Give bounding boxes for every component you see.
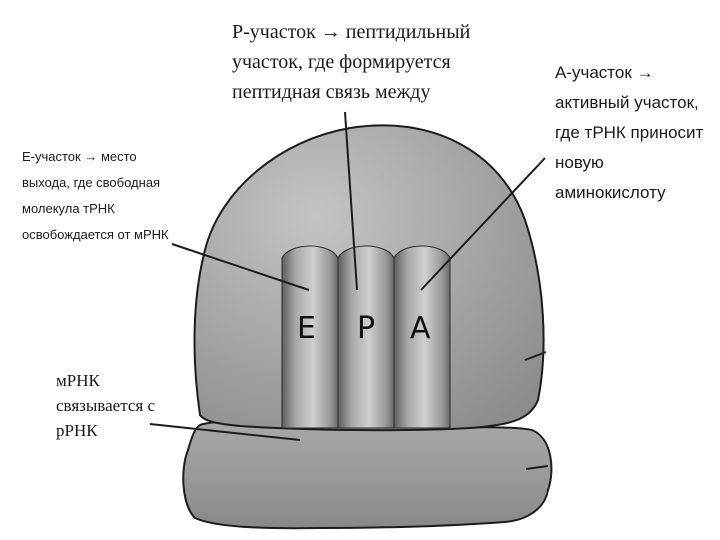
a-site-label-line: активный участок,: [555, 94, 703, 124]
mrna-label: мРНК связывается с рРНК: [56, 372, 155, 447]
e-site-label-line: молекула тРНК: [22, 202, 169, 228]
e-site-label-line: Е-участок → место: [22, 150, 169, 176]
a-site-letter: A: [410, 311, 431, 346]
a-site-label: А-участок → активный участок, где тРНК п…: [555, 64, 703, 214]
e-site-label: Е-участок → место выхода, где свободная …: [22, 150, 169, 254]
trna-columns: E P A: [282, 246, 450, 428]
small-subunit: [183, 421, 551, 528]
e-site-letter: E: [297, 311, 316, 346]
a-site-label-line: А-участок →: [555, 64, 703, 94]
mrna-label-line: рРНК: [56, 422, 155, 447]
p-site-label-line: Р-участок → пептидильный: [232, 22, 470, 52]
p-site-label-line: участок, где формируется: [232, 52, 470, 82]
a-site-label-line: где тРНК приносит: [555, 124, 703, 154]
p-site-label-line: пептидная связь между: [232, 82, 470, 112]
e-site-label-line: освобождается от мРНК: [22, 228, 169, 254]
mrna-label-line: связывается с: [56, 397, 155, 422]
p-site-letter: P: [357, 311, 375, 346]
e-site-label-line: выхода, где свободная: [22, 176, 169, 202]
p-site-label: Р-участок → пептидильный участок, где фо…: [232, 22, 470, 112]
a-site-label-line: аминокислоту: [555, 184, 703, 214]
mrna-label-line: мРНК: [56, 372, 155, 397]
a-site-label-line: новую: [555, 154, 703, 184]
